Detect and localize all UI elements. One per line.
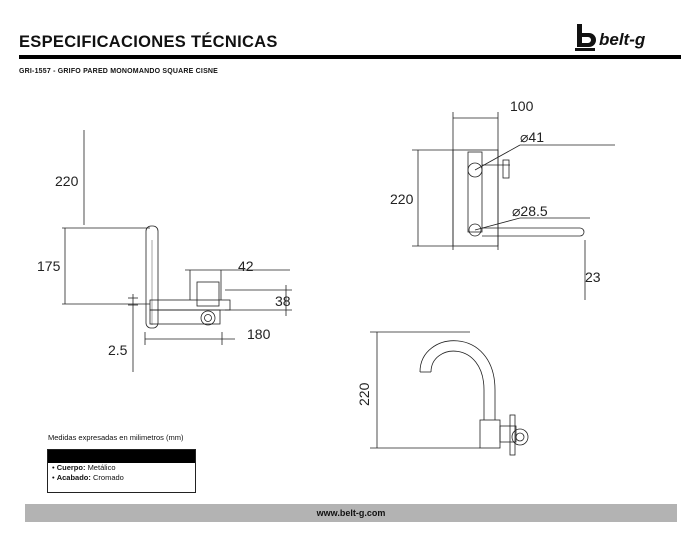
- dim-body-height: 38: [275, 293, 291, 309]
- spec-box: • Cuerpo: Metálico • Acabado: Cromado: [47, 449, 196, 493]
- product-code-line: GRI-1557 - GRIFO PARED MONOMANDO SQUARE …: [19, 68, 219, 75]
- dim-top-width: 100: [510, 98, 534, 114]
- side-view: [62, 130, 292, 372]
- swan-view: [370, 331, 529, 456]
- brand-name: belt-g: [599, 30, 646, 49]
- units-note: Medidas expresadas en milimetros (mm): [48, 433, 184, 442]
- dim-side-width: 180: [247, 326, 271, 342]
- spec-header-bar: [48, 450, 195, 463]
- dim-body-width: 42: [238, 258, 254, 274]
- dim-spout-offset: 23: [585, 269, 601, 285]
- dim-dia-large: ⌀41: [520, 129, 544, 145]
- top-view: [412, 112, 615, 300]
- dim-swan-height: 220: [356, 382, 372, 406]
- page-title: ESPECIFICACIONES TÉCNICAS: [19, 33, 278, 51]
- dim-dia-small: ⌀28.5: [512, 203, 548, 219]
- logo-mark-icon: [575, 24, 596, 51]
- header-rule: [19, 55, 681, 59]
- dim-side-height-mid: 175: [37, 258, 61, 274]
- spec-row-finish: • Acabado: Cromado: [52, 473, 124, 482]
- spec-row-body: • Cuerpo: Metálico: [52, 463, 116, 472]
- dim-top-height: 220: [390, 191, 414, 207]
- footer-website[interactable]: www.belt-g.com: [25, 504, 677, 522]
- dim-side-gap: 2.5: [108, 342, 128, 358]
- brand-logo: belt-g: [575, 24, 646, 51]
- dim-side-height-total: 220: [55, 173, 79, 189]
